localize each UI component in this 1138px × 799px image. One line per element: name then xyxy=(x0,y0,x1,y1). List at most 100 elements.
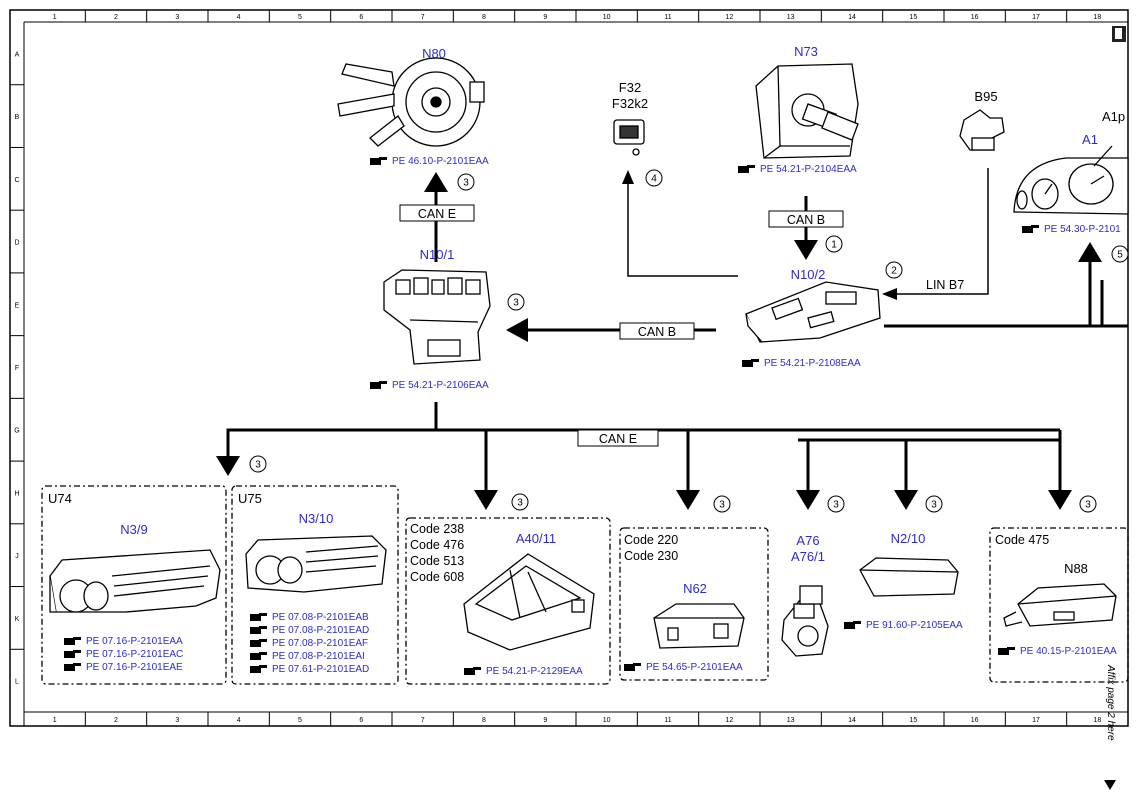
reference-link[interactable]: PE 07.08-P-2101EAB xyxy=(272,612,369,623)
grid-column-label: 3 xyxy=(175,14,179,21)
bus-labels: CAN E CAN B CAN B CAN E LIN B7 xyxy=(399,204,964,447)
parktronic-module-icon xyxy=(653,603,745,649)
sensor-icon xyxy=(959,109,1005,151)
reference-link[interactable]: PE 54.65-P-2101EAA xyxy=(646,662,743,673)
reference-link[interactable]: PE 07.08-P-2101EAF xyxy=(272,638,368,649)
engine-ecu-icon xyxy=(49,549,221,613)
pointing-hand-icon xyxy=(738,165,755,173)
reference-link[interactable]: PE 54.30-P-2101 xyxy=(1044,224,1121,235)
u74-box xyxy=(41,485,227,685)
can-b-right-label: CAN B xyxy=(787,213,825,227)
grid-column-label: 15 xyxy=(909,14,917,21)
grid-column-label: 15 xyxy=(909,717,917,724)
pointing-hand-icon xyxy=(64,637,81,645)
lin-b7-label: LIN B7 xyxy=(926,278,964,292)
code-lists: Code 238 Code 476 Code 513 Code 608 Code… xyxy=(410,522,1049,584)
grid-column-label: 17 xyxy=(1032,717,1040,724)
instrument-cluster-icon xyxy=(1013,145,1129,215)
reference-link[interactable]: PE 54.21-P-2108EAA xyxy=(764,358,861,369)
n80-label: N80 xyxy=(422,46,446,61)
callout-circle xyxy=(511,493,529,511)
n73-label: N73 xyxy=(794,44,818,59)
reference-link[interactable]: PE 54.21-P-2104EAA xyxy=(760,164,857,175)
option-boxes xyxy=(41,485,1129,685)
ignition-switch-icon xyxy=(755,63,859,159)
n62-label: N62 xyxy=(683,581,707,596)
u75-label: U75 xyxy=(238,491,262,506)
callout-circle xyxy=(645,169,663,187)
pointing-hand-icon xyxy=(250,626,267,634)
grid-column-label: 13 xyxy=(787,14,795,21)
grid-row-label: B xyxy=(15,114,20,121)
n62-box xyxy=(619,527,769,681)
reference-link[interactable]: PE 54.21-P-2106EAA xyxy=(392,380,489,391)
a40-code-3: Code 513 xyxy=(410,554,464,568)
grid-column-label: 16 xyxy=(971,717,979,724)
grid-column-label: 13 xyxy=(787,717,795,724)
grid-column-label: 9 xyxy=(543,717,547,724)
callout-circle xyxy=(457,173,475,191)
callout-circle xyxy=(1111,245,1129,263)
arrow-to-n10-1 xyxy=(506,318,528,342)
grid-column-label: 12 xyxy=(725,717,733,724)
engine-ecu-2-icon xyxy=(245,535,387,593)
grid-row-label: J xyxy=(15,553,19,560)
grid-row-label: H xyxy=(14,490,19,497)
a1-label: A1 xyxy=(1082,132,1098,147)
component-labels: N80 N73 F32 F32k2 B95 A1 A1p N10/1 N10/2… xyxy=(48,44,1125,596)
can-e-main-label: CAN E xyxy=(599,432,637,446)
u74-label: U74 xyxy=(48,491,72,506)
reference-link[interactable]: PE 07.08-P-2101EAD xyxy=(272,625,369,636)
pointing-hand-icon xyxy=(250,613,267,621)
belt-tensioner-icon xyxy=(781,585,829,657)
reference-link[interactable]: PE 07.61-P-2101EAD xyxy=(272,664,369,675)
pointing-hand-icon xyxy=(998,647,1015,655)
arrow-to-a76 xyxy=(796,490,820,510)
callout-circle xyxy=(825,235,843,253)
n88-label: N88 xyxy=(1064,561,1088,576)
grid-column-label: 4 xyxy=(237,14,241,21)
side-note-arrow xyxy=(1104,780,1116,790)
grid-row-label: L xyxy=(15,679,19,686)
a1p-label: A1p xyxy=(1102,109,1125,124)
n3-10-label: N3/10 xyxy=(299,511,334,526)
arrow-to-n62 xyxy=(676,490,700,510)
reference-link[interactable]: PE 54.21-P-2129EAA xyxy=(486,666,583,677)
arrow-to-n2-10 xyxy=(894,490,918,510)
pointing-hand-icon xyxy=(742,359,759,367)
display-module-icon xyxy=(463,553,595,651)
grid-column-label: 10 xyxy=(603,14,611,21)
reference-link[interactable]: PE 40.15-P-2101EAA xyxy=(1020,646,1117,657)
reference-link[interactable]: PE 07.08-P-2101EAI xyxy=(272,651,365,662)
steering-switch-icon xyxy=(337,57,485,147)
arrow-to-f32 xyxy=(622,170,634,184)
reference-link[interactable]: PE 91.60-P-2105EAA xyxy=(866,620,963,631)
pointing-hand-icon xyxy=(250,652,267,660)
arrow-to-a1 xyxy=(1078,242,1102,262)
callout-number: 2 xyxy=(891,266,897,277)
arrow-to-n10-2 xyxy=(794,240,818,260)
grid-column-label: 6 xyxy=(359,14,363,21)
callout-circle xyxy=(249,455,267,473)
f32-label: F32 xyxy=(619,80,641,95)
grid-column-label: 14 xyxy=(848,717,856,724)
n10-1-label: N10/1 xyxy=(420,247,455,262)
pointing-hand-icon xyxy=(370,381,387,389)
pointing-hand-icon xyxy=(624,663,641,671)
fuse-icon xyxy=(613,119,645,156)
restraint-module-icon xyxy=(859,557,959,597)
arrow-to-n80 xyxy=(424,172,448,192)
grid-column-label: 7 xyxy=(421,14,425,21)
a40-11-box xyxy=(405,517,611,685)
callout-circle xyxy=(925,495,943,513)
reference-link[interactable]: PE 07.16-P-2101EAE xyxy=(86,662,183,673)
reference-link[interactable]: PE 07.16-P-2101EAA xyxy=(86,636,183,647)
reference-link[interactable]: PE 07.16-P-2101EAC xyxy=(86,649,183,660)
pointing-hand-icon xyxy=(250,639,267,647)
a76-1-label: A76/1 xyxy=(791,549,825,564)
grid-column-label: 7 xyxy=(421,717,425,724)
reference-link[interactable]: PE 46.10-P-2101EAA xyxy=(392,156,489,167)
side-note: Affix page 2 here xyxy=(1105,664,1116,741)
grid-column-label: 12 xyxy=(725,14,733,21)
